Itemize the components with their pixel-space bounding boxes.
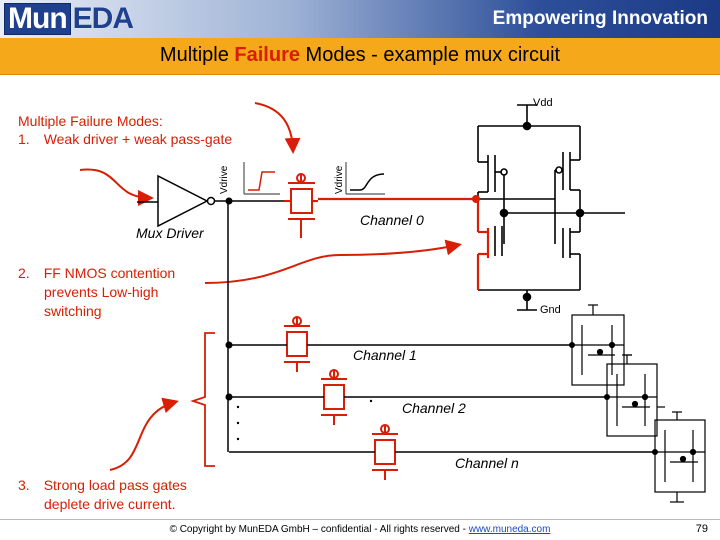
passgate-channeln — [372, 424, 398, 480]
annotation-item-2-line2: prevents Low-high — [44, 284, 159, 300]
page-number: 79 — [695, 523, 708, 535]
header-tagline: Empowering Innovation — [492, 8, 708, 29]
mux-driver-label: Mux Driver — [136, 225, 204, 241]
load-latch-n — [654, 411, 706, 503]
passgate-channel0 — [284, 173, 318, 238]
footer-website-link[interactable]: www.muneda.com — [468, 524, 551, 535]
annotation-item-1: 1.Weak driver + weak pass-gate — [18, 131, 233, 147]
waveform-inset-1 — [243, 162, 280, 195]
logo-mun-text: Mun — [4, 2, 71, 35]
passgate-channel1 — [284, 316, 310, 372]
ellipsis-dots — [236, 399, 373, 441]
channel1-label: Channel 1 — [353, 347, 417, 363]
slide-title: Multiple Failure Modes - example mux cir… — [159, 44, 561, 66]
arrow-2-to-nmos — [204, 239, 462, 284]
channel0-label: Channel 0 — [360, 212, 424, 228]
channeln-label: Channel n — [455, 455, 519, 471]
arrow-3-to-brace — [109, 397, 179, 471]
annotation-item-2-line3: switching — [44, 303, 102, 319]
vdd-label: Vdd — [533, 97, 553, 109]
channel2-label: Channel 2 — [402, 400, 466, 416]
vdrive-label-1: Vdrive — [219, 165, 230, 194]
annotation-item-3: 3.Strong load pass gates — [18, 477, 187, 493]
contention-nmos — [476, 199, 490, 290]
mux-driver-inverter — [137, 174, 216, 228]
load-latch-1 — [571, 304, 632, 386]
vdrive-label-2: Vdrive — [334, 165, 345, 194]
title-bar — [0, 38, 720, 75]
arrow-1-to-driver — [79, 168, 154, 206]
latch-channel0 — [477, 104, 625, 311]
logo-eda-text: EDA — [72, 1, 134, 35]
passgate-channel2 — [321, 369, 347, 425]
annotation-item-2: 2.FF NMOS contention — [18, 265, 176, 281]
annotation-heading: Multiple Failure Modes: — [18, 113, 163, 129]
waveform-inset-2 — [345, 162, 385, 195]
arrow-1-to-passgate — [254, 102, 301, 154]
footer-divider — [0, 519, 720, 520]
brace-load-gates — [190, 332, 215, 467]
gnd-label: Gnd — [540, 304, 561, 316]
annotation-item-3-line2: deplete drive current. — [44, 496, 176, 512]
footer-copyright: © Copyright by MunEDA GmbH – confidentia… — [169, 524, 551, 535]
title-highlight: Failure — [234, 44, 300, 66]
load-latch-2 — [606, 354, 665, 437]
